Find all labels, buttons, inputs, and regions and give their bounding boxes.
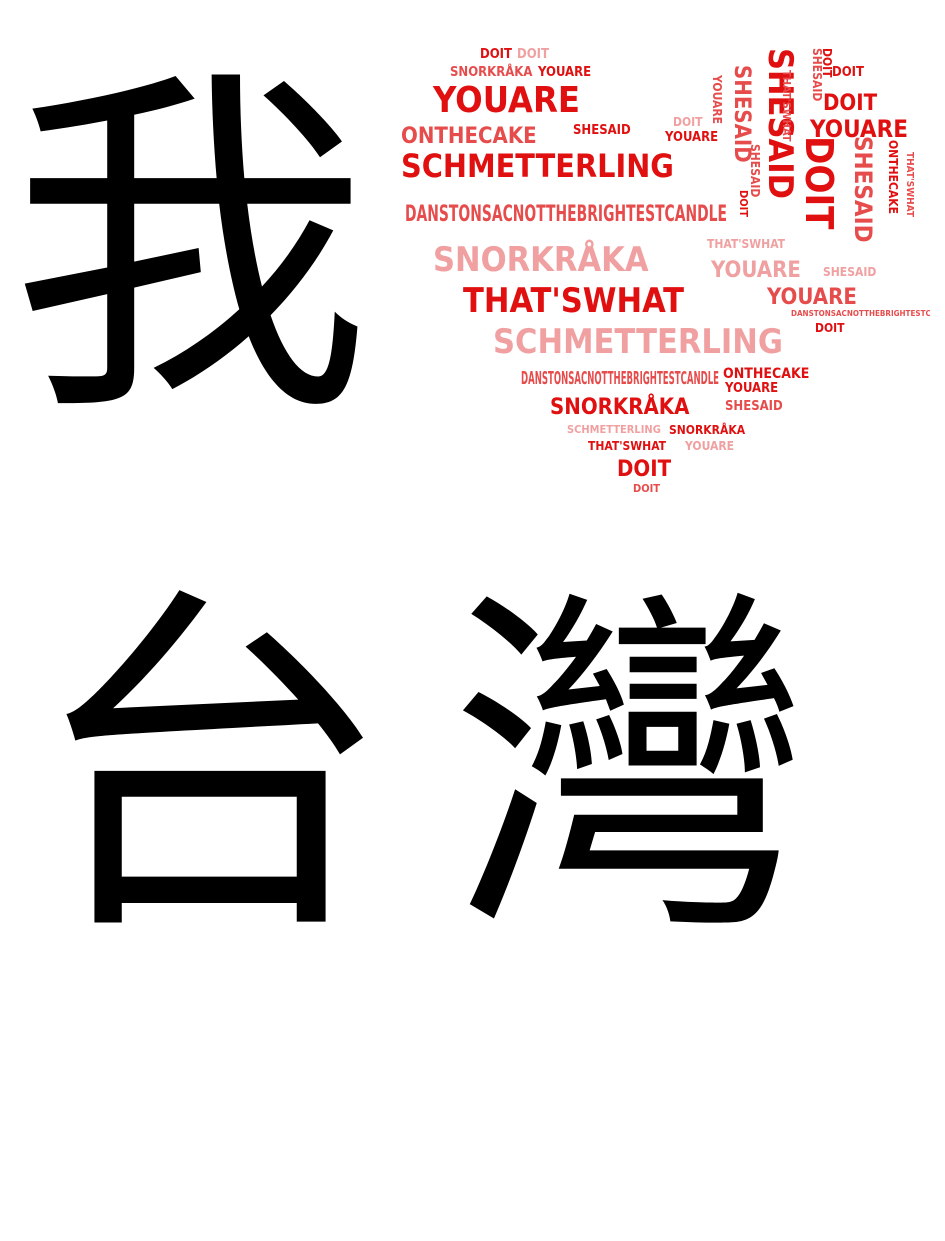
heart-word: SHESAID [573, 123, 631, 138]
heart-word: SHESAID [849, 136, 877, 243]
heart-word: ONTHECAKE [886, 140, 900, 214]
heart-word: DOIT [633, 482, 660, 495]
heart-word: ONTHECAKE [723, 366, 809, 382]
heart-word: YOUARE [710, 258, 801, 283]
heart-word: SHESAID [729, 65, 754, 163]
character-wan: 灣 [450, 560, 810, 979]
heart-word: DOIT [737, 190, 750, 217]
heart-word: DANSTONSACNOTTHEBRIGHTESTCANDLE [405, 202, 727, 227]
heart-word: DOIT [820, 48, 834, 78]
heart-word: THAT'SWHAT [588, 439, 667, 453]
heart-word: THAT'SWHAT [904, 152, 915, 218]
heart-word: SNORKRÅKA [669, 422, 746, 437]
heart-word: DOIT [832, 65, 864, 80]
heart-word: DOIT [673, 115, 703, 129]
heart-word: SHESAID [725, 399, 783, 414]
heart-word: SCHMETTERLING [567, 423, 661, 436]
heart-word: DOIT [517, 47, 549, 62]
heart-word: DOIT [815, 321, 845, 335]
heart-word: SNORKRÅKA [433, 239, 649, 280]
heart-word: SNORKRÅKA [450, 64, 532, 80]
heart-word: SHESAID [748, 144, 762, 197]
heart-word-cloud: DOIT DOIT SNORKRÅKA YOUARE YOUARE ONTHEC… [395, 40, 930, 500]
heart-word: DOIT [823, 91, 878, 116]
heart-word: SCHMETTERLING [401, 147, 674, 185]
heart-word: SHESAID [760, 48, 800, 199]
heart-word: SCHMETTERLING [493, 322, 783, 362]
heart-word: YOUARE [432, 80, 580, 121]
heart-word: THAT'SWHAT [463, 281, 684, 321]
heart-word: SHESAID [810, 48, 824, 101]
heart-word: DANSTONSACNOTTHEBRIGHTESTCANDLE [791, 309, 930, 318]
heart-word: YOUARE [664, 130, 718, 145]
heart-word: DOIT [617, 457, 672, 482]
heart-word: SHESAID [823, 265, 876, 279]
heart-word: YOUARE [766, 285, 857, 310]
character-wo: 我 [10, 40, 370, 459]
heart-word: YOUARE [684, 439, 734, 453]
heart-word-cloud-svg: DOIT DOIT SNORKRÅKA YOUARE YOUARE ONTHEC… [401, 47, 930, 495]
heart-word: THAT'SWHAT [707, 237, 786, 251]
heart-word: DOIT [797, 136, 841, 230]
heart-word: ONTHECAKE [401, 124, 537, 149]
heart-word: DANSTONSACNOTTHEBRIGHTESTCANDLE [521, 368, 719, 389]
heart-word: THAT'SWHAT [780, 70, 793, 142]
heart-word: DOIT [480, 47, 512, 62]
heart-word: SNORKRÅKA [550, 394, 690, 420]
heart-word: YOUARE [537, 65, 591, 80]
character-tai: 台 [30, 560, 390, 979]
heart-word: YOUARE [724, 381, 778, 396]
heart-word: YOUARE [710, 74, 724, 124]
heart-word: YOUARE [809, 115, 908, 143]
